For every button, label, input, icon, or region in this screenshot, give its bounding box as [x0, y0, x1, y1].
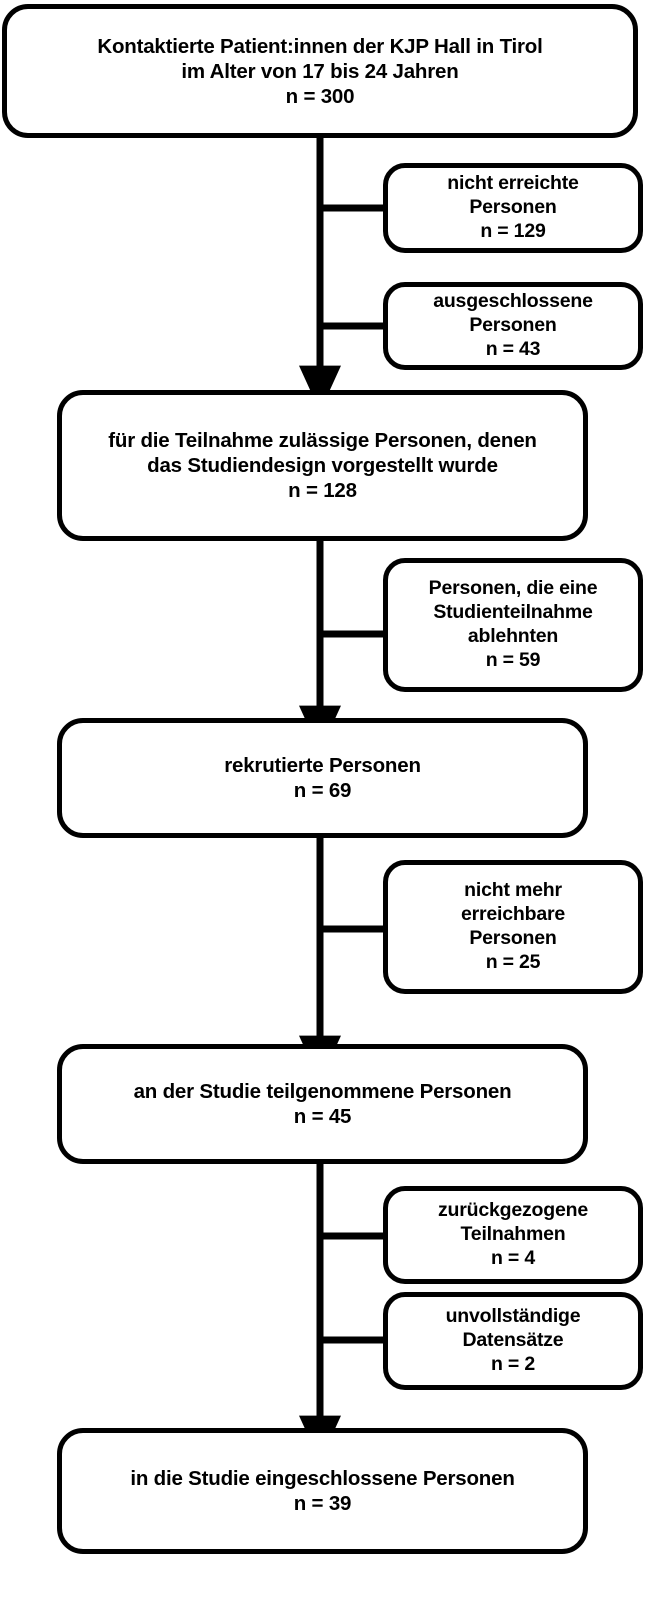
node-excluded[interactable]: ausgeschlossene Personen n = 43 [383, 282, 643, 370]
node-declined-label: Personen, die eine Studienteilnahme able… [428, 577, 598, 671]
node-incomplete-label: unvollständige Datensätze n = 2 [445, 1305, 581, 1375]
node-included-label: in die Studie eingeschlossene Personen n… [130, 1467, 515, 1515]
node-unreachable[interactable]: nicht mehr erreichbare Personen n = 25 [383, 860, 643, 994]
node-recruited-label: rekrutierte Personen n = 69 [224, 754, 421, 802]
node-excluded-label: ausgeschlossene Personen n = 43 [433, 290, 593, 360]
node-declined[interactable]: Personen, die eine Studienteilnahme able… [383, 558, 643, 692]
node-participated-label: an der Studie teilgenommene Personen n =… [133, 1080, 512, 1128]
node-participated[interactable]: an der Studie teilgenommene Personen n =… [57, 1044, 588, 1164]
node-withdrawn[interactable]: zurückgezogene Teilnahmen n = 4 [383, 1186, 643, 1284]
node-withdrawn-label: zurückgezogene Teilnahmen n = 4 [438, 1199, 588, 1269]
node-incomplete[interactable]: unvollständige Datensätze n = 2 [383, 1292, 643, 1390]
node-contacted-label: Kontaktierte Patient:innen der KJP Hall … [97, 34, 543, 108]
node-eligible-label: für die Teilnahme zulässige Personen, de… [108, 429, 537, 502]
node-included[interactable]: in die Studie eingeschlossene Personen n… [57, 1428, 588, 1554]
node-contacted[interactable]: Kontaktierte Patient:innen der KJP Hall … [2, 4, 638, 138]
node-not-reached-label: nicht erreichte Personen n = 129 [447, 172, 579, 242]
node-recruited[interactable]: rekrutierte Personen n = 69 [57, 718, 588, 838]
node-unreachable-label: nicht mehr erreichbare Personen n = 25 [460, 879, 566, 973]
node-not-reached[interactable]: nicht erreichte Personen n = 129 [383, 163, 643, 253]
node-eligible[interactable]: für die Teilnahme zulässige Personen, de… [57, 390, 588, 541]
